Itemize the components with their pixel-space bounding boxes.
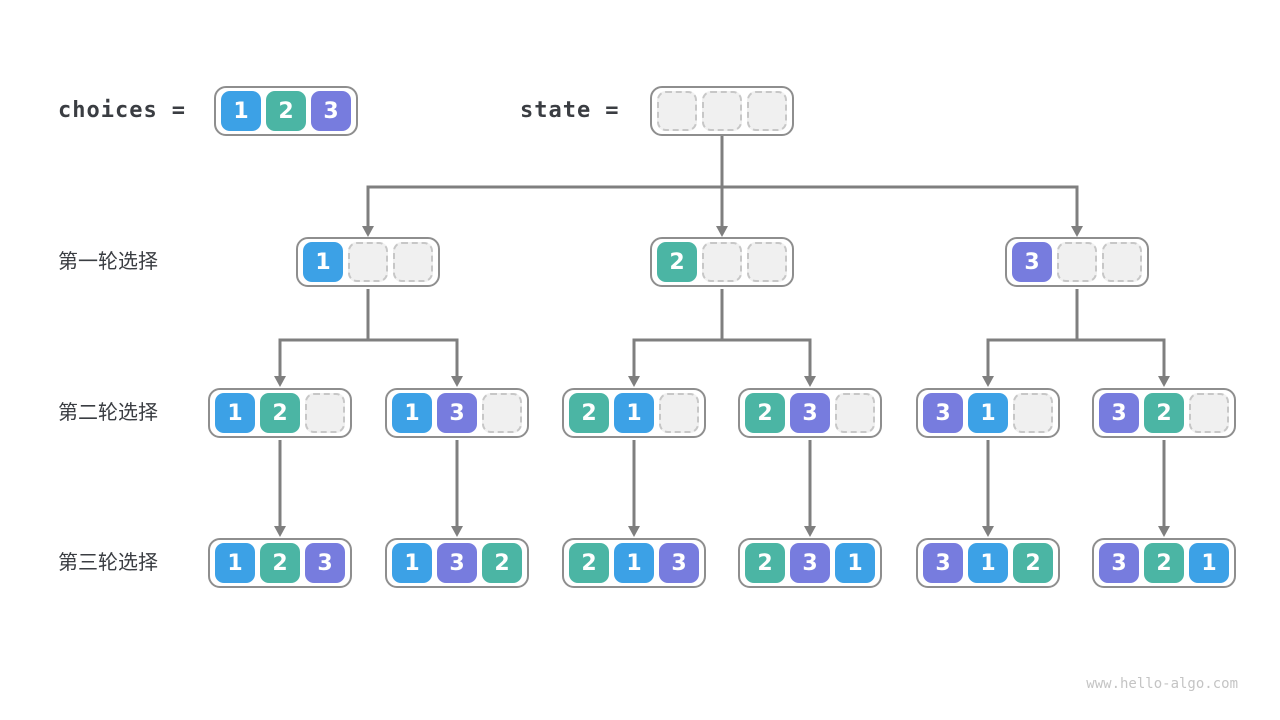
tree-node-r1-3: 3 (1005, 237, 1149, 287)
empty-cell (835, 393, 875, 433)
value-cell: 2 (482, 543, 522, 583)
equals-sign: = (171, 98, 186, 123)
value-cell: 2 (569, 393, 609, 433)
value-cell: 1 (392, 543, 432, 583)
empty-cell (747, 242, 787, 282)
value-cell: 3 (1099, 393, 1139, 433)
value-cell: 1 (835, 543, 875, 583)
empty-cell (1057, 242, 1097, 282)
value-cell: 2 (569, 543, 609, 583)
state-array (650, 86, 794, 136)
empty-cell (702, 91, 742, 131)
empty-cell (657, 91, 697, 131)
empty-cell (1013, 393, 1053, 433)
value-cell: 3 (659, 543, 699, 583)
value-cell: 1 (614, 543, 654, 583)
value-cell: 3 (437, 543, 477, 583)
empty-cell (305, 393, 345, 433)
value-cell: 1 (614, 393, 654, 433)
state-label-text: state (520, 98, 592, 123)
site-watermark: www.hello-algo.com (1086, 676, 1238, 692)
empty-cell (702, 242, 742, 282)
value-cell: 2 (260, 393, 300, 433)
value-cell: 1 (968, 393, 1008, 433)
value-cell: 1 (392, 393, 432, 433)
value-cell: 2 (266, 91, 306, 131)
value-cell: 3 (923, 393, 963, 433)
empty-cell (482, 393, 522, 433)
empty-cell (1189, 393, 1229, 433)
value-cell: 2 (745, 393, 785, 433)
value-cell: 3 (790, 543, 830, 583)
value-cell: 3 (311, 91, 351, 131)
value-cell: 2 (745, 543, 785, 583)
equals-sign: = (605, 98, 620, 123)
value-cell: 2 (260, 543, 300, 583)
value-cell: 2 (1144, 393, 1184, 433)
value-cell: 2 (657, 242, 697, 282)
value-cell: 1 (968, 543, 1008, 583)
tree-node-r1-2: 2 (650, 237, 794, 287)
empty-cell (659, 393, 699, 433)
value-cell: 1 (303, 242, 343, 282)
value-cell: 3 (305, 543, 345, 583)
value-cell: 1 (215, 543, 255, 583)
value-cell: 3 (923, 543, 963, 583)
round-label-3: 第三轮选择 (58, 552, 158, 574)
choices-label-text: choices (58, 98, 158, 123)
value-cell: 3 (1012, 242, 1052, 282)
value-cell: 1 (215, 393, 255, 433)
empty-cell (1102, 242, 1142, 282)
round-label-2: 第二轮选择 (58, 402, 158, 424)
round-label-1: 第一轮选择 (58, 251, 158, 273)
empty-cell (348, 242, 388, 282)
state-label: state = (520, 86, 619, 136)
tree-node-r1-1: 1 (296, 237, 440, 287)
value-cell: 3 (790, 393, 830, 433)
value-cell: 1 (1189, 543, 1229, 583)
empty-cell (393, 242, 433, 282)
value-cell: 2 (1013, 543, 1053, 583)
value-cell: 3 (437, 393, 477, 433)
value-cell: 1 (221, 91, 261, 131)
choices-label: choices = (58, 86, 186, 136)
empty-cell (747, 91, 787, 131)
value-cell: 2 (1144, 543, 1184, 583)
value-cell: 3 (1099, 543, 1139, 583)
